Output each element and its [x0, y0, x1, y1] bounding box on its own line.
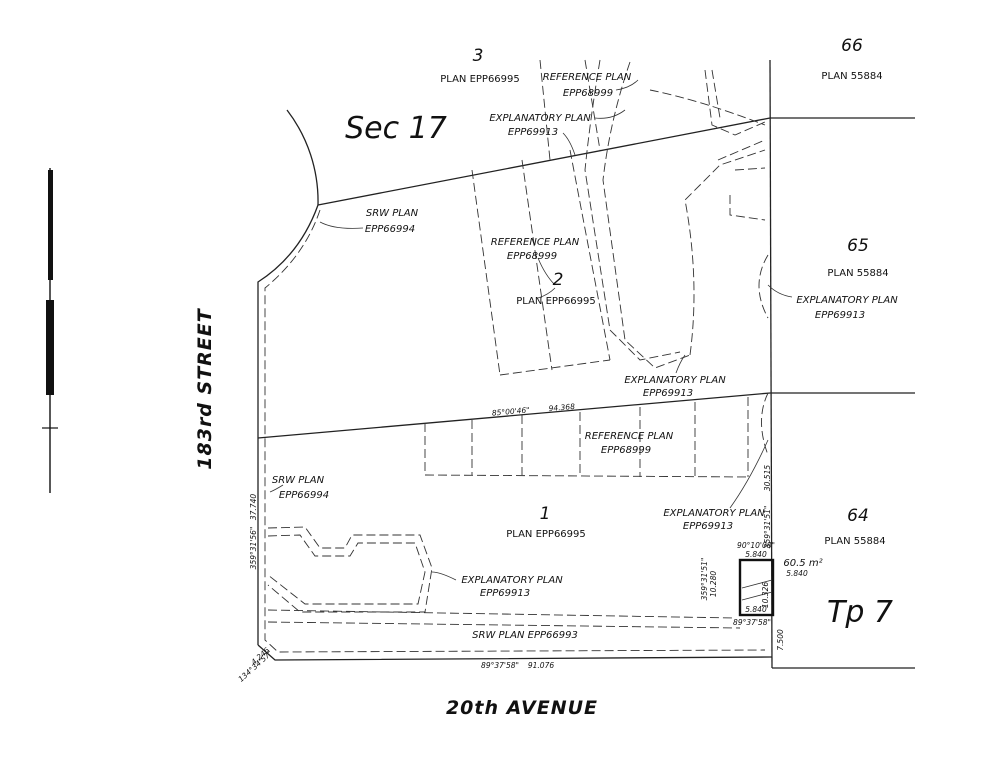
srw-plan-left-label: SRW PLAN — [272, 475, 325, 486]
leader-lines — [269, 79, 793, 581]
dim-bearing-359-east: 359°31'51" — [763, 506, 772, 549]
lot-65-number: 65 — [847, 236, 869, 256]
ref-plan-low-label: REFERENCE PLAN — [585, 431, 674, 442]
dim-bearing-90: 90°10'08" — [737, 541, 775, 550]
dim-bearing-89-bottom: 89°37'58" — [481, 661, 519, 670]
ref-plan-top-number: EPP68999 — [563, 88, 613, 99]
lease-area-box — [738, 558, 775, 617]
lease-area-value: 60.5 m² — [783, 558, 822, 569]
lot-3-number: 3 — [473, 46, 484, 66]
srw-plan-top-number: EPP66994 — [365, 224, 415, 235]
lot-65-plan: PLAN 55884 — [827, 268, 888, 279]
lot-2-plan: PLAN EPP66995 — [516, 296, 596, 307]
dim-distance-10280: 10.280 — [709, 571, 718, 597]
expl-plan-1-label: EXPLANATORY PLAN — [489, 113, 591, 124]
dim-bearing-359-west: 359°31'56" — [249, 527, 258, 570]
lot-1-plan: PLAN EPP66995 — [506, 529, 586, 540]
expl-plan-5-label: EXPLANATORY PLAN — [461, 575, 563, 586]
north-arrow-icon — [42, 168, 58, 493]
dim-distance-10326: 10.326 — [761, 582, 770, 608]
expl-plan-3-number: EPP69913 — [643, 388, 693, 399]
dim-bearing-359-box: 359°31'51" — [700, 558, 709, 601]
dim-bearing-89-box: 89°37'58" — [733, 618, 771, 627]
dim-distance-94: 94.368 — [548, 402, 575, 413]
expl-plan-2-label: EXPLANATORY PLAN — [796, 295, 898, 306]
dim-bearing-85: 85°00'46" — [492, 405, 531, 417]
dim-distance-5840-top: 5.840 — [745, 550, 767, 559]
srw-plan-bottom: SRW PLAN EPP66993 — [472, 630, 578, 641]
lot-1-number: 1 — [540, 504, 551, 524]
ref-plan-low-number: EPP68999 — [601, 445, 651, 456]
parcel-boundaries — [257, 59, 915, 669]
srw-plan-left-number: EPP66994 — [279, 490, 329, 501]
dim-distance-91: 91.076 — [528, 661, 554, 670]
ref-plan-top-label: REFERENCE PLAN — [543, 72, 632, 83]
easement-lines — [264, 59, 769, 653]
lot-66-number: 66 — [841, 36, 863, 56]
lot-66-plan: PLAN 55884 — [821, 71, 882, 82]
expl-plan-4-label: EXPLANATORY PLAN — [663, 508, 765, 519]
section-label: Sec 17 — [345, 111, 447, 146]
srw-plan-top-label: SRW PLAN — [366, 208, 419, 219]
expl-plan-3-label: EXPLANATORY PLAN — [624, 375, 726, 386]
dim-distance-5840-bottom: 5.840 — [745, 605, 767, 614]
avenue-label: 20th AVENUE — [446, 697, 598, 719]
lot-2-number: 2 — [553, 270, 564, 290]
expl-plan-5-number: EPP69913 — [480, 588, 530, 599]
township-label: Tp 7 — [827, 595, 893, 630]
dim-distance-7500: 7.500 — [776, 629, 785, 651]
street-label: 183rd STREET — [194, 307, 216, 469]
lot-64-plan: PLAN 55884 — [824, 536, 885, 547]
dim-distance-30: 30.515 — [763, 465, 772, 491]
dim-distance-37: 37.740 — [249, 494, 258, 520]
ref-plan-mid-number: EPP68999 — [507, 251, 557, 262]
expl-plan-2-number: EPP69913 — [815, 310, 865, 321]
lot-3-plan: PLAN EPP66995 — [440, 74, 520, 85]
expl-plan-1-number: EPP69913 — [508, 127, 558, 138]
ref-plan-mid-label: REFERENCE PLAN — [491, 237, 580, 248]
lot-64-number: 64 — [847, 506, 869, 526]
dim-distance-5840-right: 5.840 — [786, 569, 808, 578]
expl-plan-4-number: EPP69913 — [683, 521, 733, 532]
